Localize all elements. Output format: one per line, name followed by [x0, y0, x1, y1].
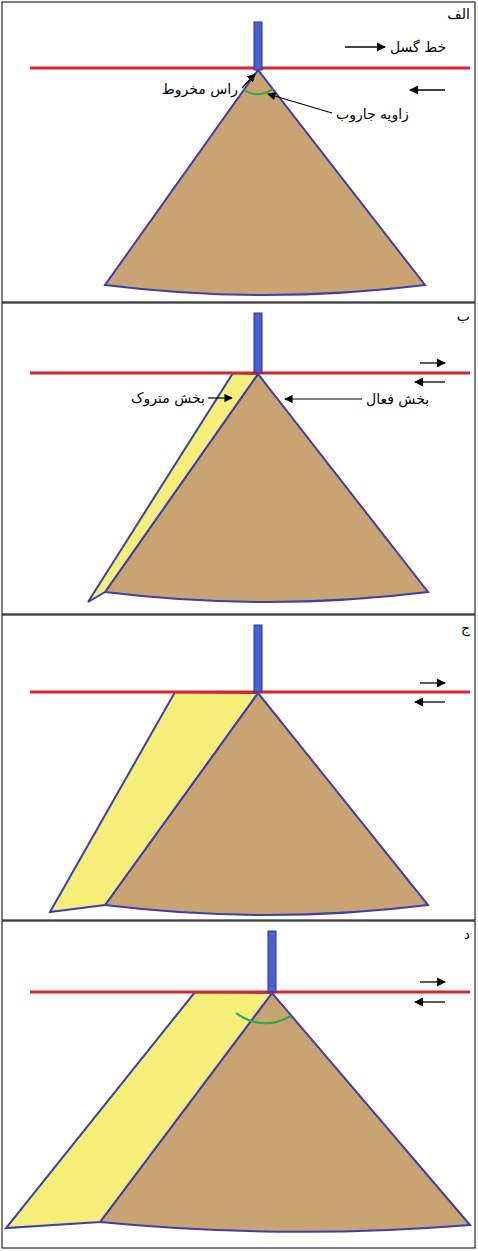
stream-channel [254, 22, 262, 70]
panel-letter: ب [457, 308, 470, 324]
motion-arrow [420, 682, 445, 683]
panel-letter: الف [447, 6, 470, 22]
abandoned-fan [50, 692, 258, 912]
motion-arrow [415, 381, 445, 382]
abandoned-fan [6, 992, 272, 1228]
fault-line [30, 691, 470, 694]
motion-arrow [420, 981, 445, 982]
panel-frame [2, 615, 475, 920]
abandoned-label: بخش متروک [131, 390, 205, 406]
motion-arrow [420, 362, 445, 363]
active-fan [105, 374, 428, 602]
motion-arrow [415, 1001, 445, 1002]
stream-channel [254, 313, 262, 373]
fault-line [30, 67, 470, 70]
motion-arrow [415, 701, 445, 702]
sweep-angle-arc [236, 1013, 291, 1023]
stream-channel [254, 625, 262, 692]
fault-line [30, 372, 470, 375]
fault-label: خط گسل [390, 39, 446, 55]
leader-line [242, 74, 255, 88]
panel-frame [2, 2, 475, 302]
panel-frame [2, 303, 475, 614]
motion-arrow [345, 46, 385, 47]
panel-letter: د [464, 926, 470, 942]
motion-arrow [410, 89, 445, 90]
sweep-angle-arc [244, 89, 273, 94]
abandoned-fan [88, 373, 258, 602]
panel-letter: ج [461, 620, 470, 636]
leader-line [285, 398, 362, 399]
sweep-angle-label: زاویه جاروب [336, 106, 409, 122]
active-fan [105, 70, 425, 295]
leader-line [208, 397, 232, 398]
apex-label: راس مخروط [162, 81, 238, 97]
stream-channel [268, 931, 276, 992]
leader-line [268, 94, 332, 113]
panel-frame [2, 921, 475, 1248]
active-label: بخش فعال [366, 391, 429, 407]
fault-line [30, 991, 470, 994]
